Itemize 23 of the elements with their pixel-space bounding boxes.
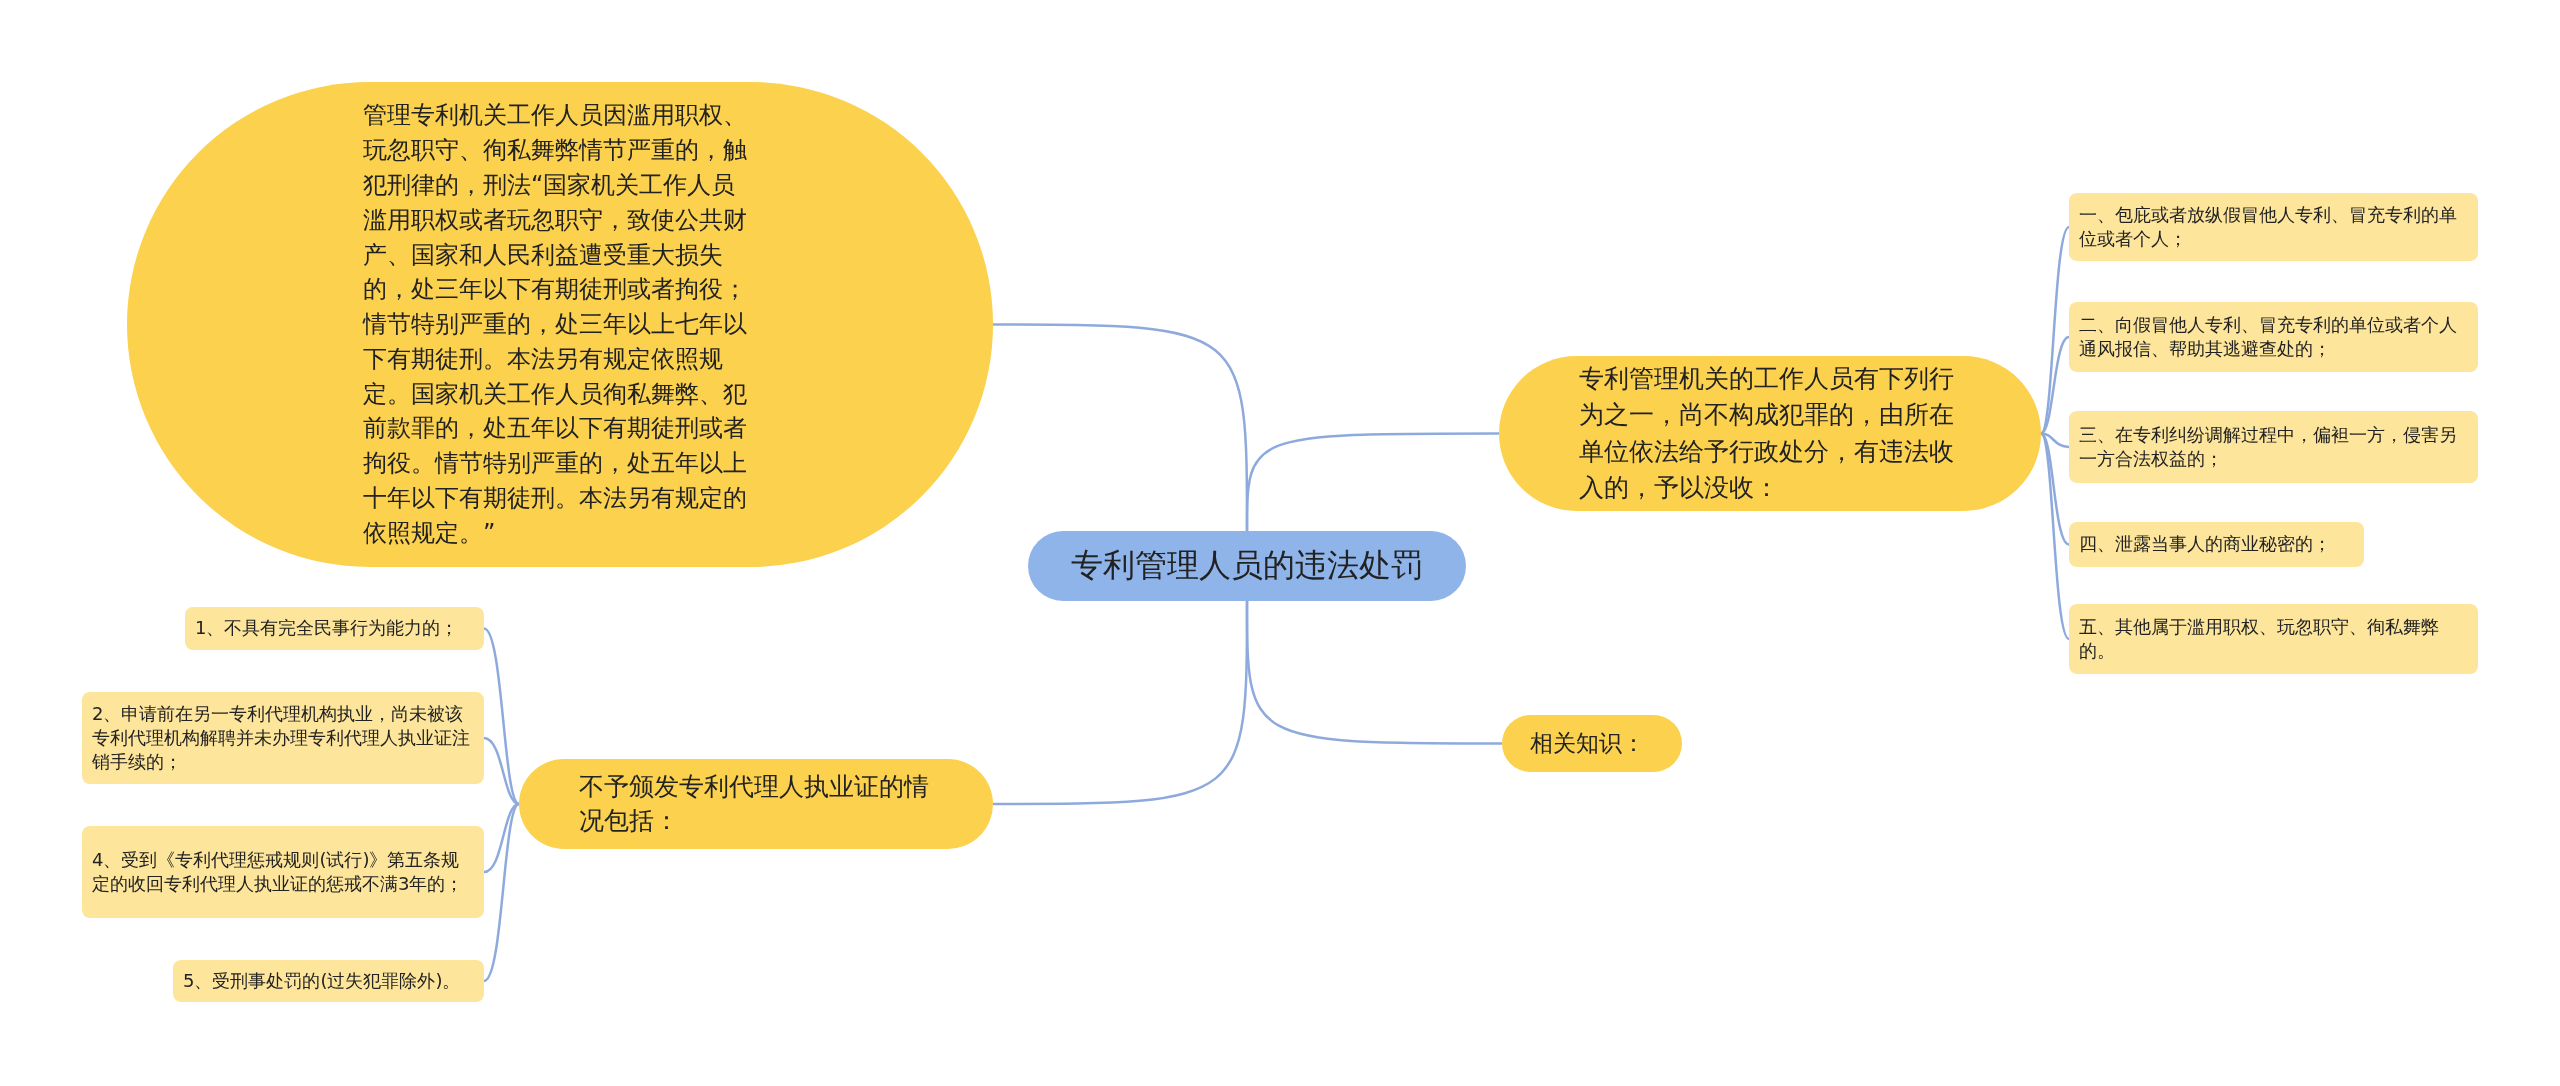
central-topic-bubble: 专利管理人员的违法处罚 — [1028, 531, 1466, 601]
subtopic-box: 四、泄露当事人的商业秘密的； — [2069, 522, 2364, 567]
topic-bubble: 相关知识： — [1502, 715, 1682, 772]
subtopic-box: 2、申请前在另一专利代理机构执业，尚未被该专利代理机构解聘并未办理专利代理人执业证注销手续的； — [82, 692, 484, 784]
topic-bubble: 管理专利机关工作人员因滥用职权、玩忽职守、徇私舞弊情节严重的，触犯刑律的，刑法“国家机关工作人员滥用职权或者玩忽职守，致使公共财产、国家和人民利益遭受重大损失的，处三年以下有期徒刑或者拘役；情节特别严重的，处三年以上七年以下有期徒刑。本法另有规定依照规定。国家机关工作人员徇私舞弊、犯前款罪的，处五年以下有期徒刑或者拘役。情节特别严重的，处五年以上十年以下有期徒刑。本法另有规定的依照规定。” — [127, 82, 993, 567]
connector-line — [2040, 432, 2070, 640]
subtopic-box: 三、在专利纠纷调解过程中，偏袒一方，侵害另一方合法权益的； — [2069, 411, 2478, 483]
subtopic-box: 五、其他属于滥用职权、玩忽职守、徇私舞弊的。 — [2069, 604, 2478, 674]
subtopic-box: 4、受到《专利代理惩戒规则(试行)》第五条规定的收回专利代理人执业证的惩戒不满3年的； — [82, 826, 484, 918]
subtopic-box: 一、包庇或者放纵假冒他人专利、冒充专利的单位或者个人； — [2069, 193, 2478, 261]
connector-line — [2040, 432, 2070, 546]
connector-line — [483, 803, 520, 982]
connector-line — [483, 802, 520, 874]
subtopic-box: 5、受刑事处罚的(过失犯罪除外)。 — [173, 960, 484, 1002]
connector-line — [2040, 432, 2070, 449]
topic-bubble: 不予颁发专利代理人执业证的情况包括： — [519, 759, 993, 849]
connector-line — [1245, 432, 1499, 531]
subtopic-box: 1、不具有完全民事行为能力的； — [185, 607, 484, 650]
subtopic-box: 二、向假冒他人专利、冒充专利的单位或者个人通风报信、帮助其逃避查处的； — [2069, 302, 2478, 372]
topic-bubble: 专利管理机关的工作人员有下列行为之一，尚不构成犯罪的，由所在单位依法给予行政处分，有违法收入的，予以没收： — [1499, 356, 2041, 511]
connector-line — [2040, 335, 2070, 435]
connector-line — [483, 627, 520, 805]
connector-line — [993, 601, 1249, 806]
